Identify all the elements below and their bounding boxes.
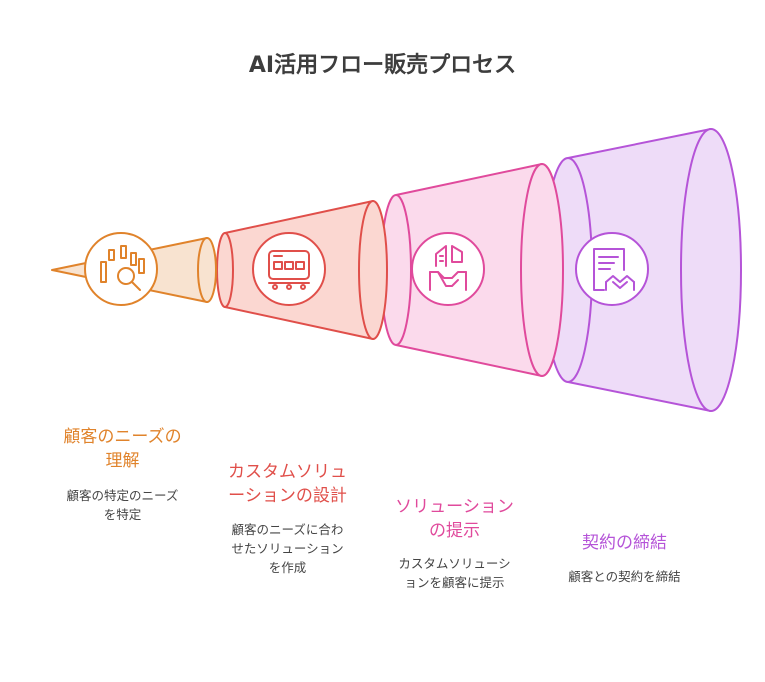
stage-title-line: 契約の締結 <box>582 533 667 553</box>
stage-title-line: 顧客のニーズの <box>63 427 182 447</box>
stage-title-line: ーションの設計 <box>228 486 347 506</box>
stage-title-line: カスタムソリュ <box>228 462 347 482</box>
stage-presentation-description: カスタムソリューシ ョンを顧客に提示 <box>372 554 537 592</box>
stage-contract-title: 契約の締結 <box>542 531 707 555</box>
handshake-building-icon <box>411 232 485 306</box>
segment-front-rim <box>358 200 388 340</box>
segment-front-rim <box>520 163 564 377</box>
stage-design-description: 顧客のニーズに合わ せたソリューション を作成 <box>205 520 370 577</box>
stage-understanding-title: 顧客のニーズの 理解 <box>40 425 205 473</box>
stage-desc-line: カスタムソリューシ <box>398 556 511 571</box>
stage-understanding-description: 顧客の特定のニーズ を特定 <box>40 486 205 524</box>
data-analysis-icon <box>84 232 158 306</box>
segment-back-rim <box>216 232 234 308</box>
stage-title-line: ソリューション <box>395 497 514 517</box>
stage-title-line: の提示 <box>429 521 480 541</box>
page-title: AI活用フロー販売プロセス <box>248 53 517 78</box>
stage-title-line: 理解 <box>105 451 140 471</box>
icon-circle <box>575 232 649 306</box>
stage-desc-line: ョンを顧客に提示 <box>404 575 505 590</box>
stage-contract-description: 顧客との契約を締結 <box>542 567 707 586</box>
stage-desc-line: せたソリューション <box>231 541 344 556</box>
stage-desc-line: を特定 <box>103 507 142 522</box>
segment-front-rim <box>680 128 742 412</box>
conveyor-machine-icon <box>252 232 326 306</box>
segment-front-rim <box>197 237 217 303</box>
stage-design-title: カスタムソリュ ーションの設計 <box>205 460 370 508</box>
stage-presentation-title: ソリューション の提示 <box>372 495 537 543</box>
icon-circle <box>411 232 485 306</box>
stage-desc-line: 顧客との契約を締結 <box>568 569 681 584</box>
stage-desc-line: 顧客の特定のニーズ <box>66 488 179 503</box>
contract-handshake-icon <box>575 232 649 306</box>
stage-desc-line: を作成 <box>268 560 307 575</box>
stage-desc-line: 顧客のニーズに合わ <box>231 522 344 537</box>
